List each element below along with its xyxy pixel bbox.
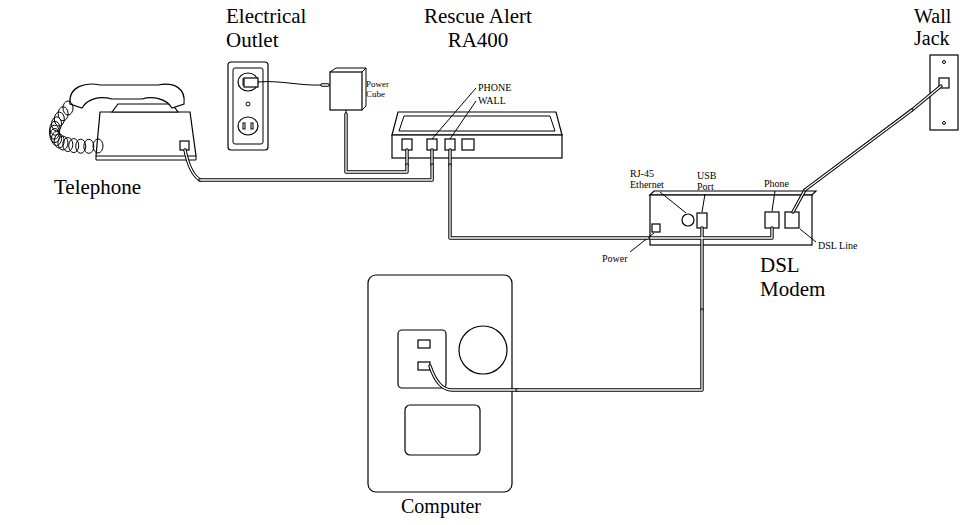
port-label: Power <box>602 253 634 264</box>
port-label: Phone <box>764 178 798 189</box>
rescue-alert-unit-drawing <box>392 88 562 165</box>
port-label: DSL Line <box>818 240 862 251</box>
cable-line <box>450 165 648 238</box>
wall-jack-drawing <box>912 55 958 130</box>
cable-line <box>200 165 432 180</box>
cable-line <box>450 165 648 238</box>
cable-line <box>346 114 407 172</box>
port-label: WALL <box>478 95 518 106</box>
computer-drawing <box>368 275 517 492</box>
device-label: Rescue Alert RA400 <box>402 5 554 52</box>
cable-connector <box>450 165 648 238</box>
cable-line <box>322 84 328 85</box>
computer-node: Computer <box>365 272 517 522</box>
device-label: Wall Jack <box>914 5 960 50</box>
cable-connector <box>322 85 328 86</box>
cable-line <box>805 110 912 190</box>
port-label: RJ-45 Ethernet <box>630 168 672 190</box>
device-label: Computer <box>375 495 507 517</box>
electrical-outlet-drawing <box>228 62 322 150</box>
device-label: Electrical Outlet <box>226 5 322 52</box>
cord-coil <box>84 139 94 153</box>
cable-line <box>805 110 912 190</box>
cable-line <box>322 83 328 86</box>
telephone-node: Telephone <box>30 80 200 202</box>
cable-line <box>200 165 432 180</box>
cable-line <box>517 310 702 390</box>
device-label: Power Cube <box>366 79 399 99</box>
power-cube-node: Power Cube <box>328 70 400 114</box>
device-label: DSL Modem <box>760 254 836 301</box>
port-label: USB Port <box>697 170 723 192</box>
outlet-node: Electrical Outlet <box>222 5 322 155</box>
telephone-drawing <box>49 84 200 180</box>
cable-connector <box>805 110 912 190</box>
device-label: Telephone <box>54 176 174 200</box>
cable-connector <box>200 165 432 180</box>
cable-connector <box>517 310 702 390</box>
cable-connector <box>346 114 407 172</box>
power-cube-drawing <box>330 68 366 114</box>
wall-jack-node: Wall Jack <box>912 3 962 153</box>
port-label: PHONE <box>478 82 518 93</box>
cable-line <box>346 114 407 172</box>
cable-line <box>517 310 702 390</box>
modem-node: DSL Modem <box>648 190 838 310</box>
cord-coil <box>93 139 103 153</box>
